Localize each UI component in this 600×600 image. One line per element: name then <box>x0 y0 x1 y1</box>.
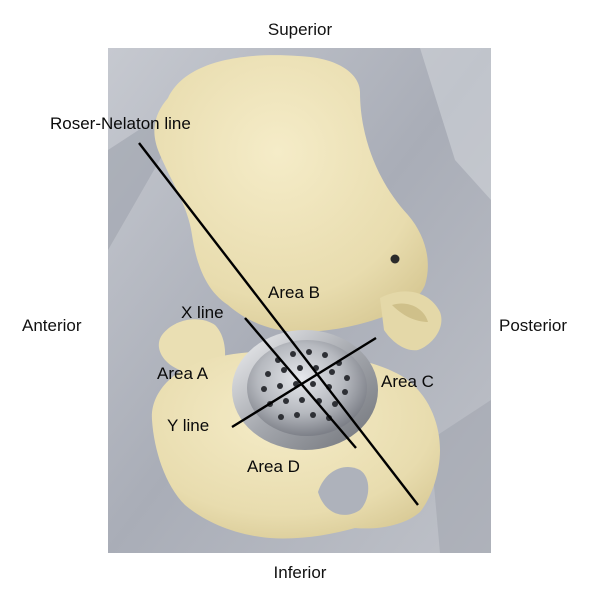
posterior-notch <box>392 303 428 322</box>
obturator-foramen <box>318 466 369 515</box>
y-line <box>231 336 377 429</box>
ilium-hole <box>390 254 400 264</box>
label-inferior: Inferior <box>273 563 327 582</box>
label-area-a: Area A <box>157 364 209 383</box>
label-roser-nelaton-line: Roser-Nelaton line <box>50 114 191 133</box>
label-posterior: Posterior <box>499 316 568 335</box>
label-x-line: X line <box>181 303 224 322</box>
fabric-fold <box>430 400 491 553</box>
ilium <box>154 55 428 332</box>
label-area-d: Area D <box>247 457 300 476</box>
label-superior: Superior <box>267 20 333 39</box>
label-area-b: Area B <box>268 283 320 302</box>
label-y-line: Y line <box>167 416 210 435</box>
fabric-fold <box>420 48 491 200</box>
label-area-c: Area C <box>381 372 434 391</box>
x-line <box>244 317 357 449</box>
roser-nelaton-line <box>138 142 419 506</box>
label-anterior: Anterior <box>22 316 82 335</box>
